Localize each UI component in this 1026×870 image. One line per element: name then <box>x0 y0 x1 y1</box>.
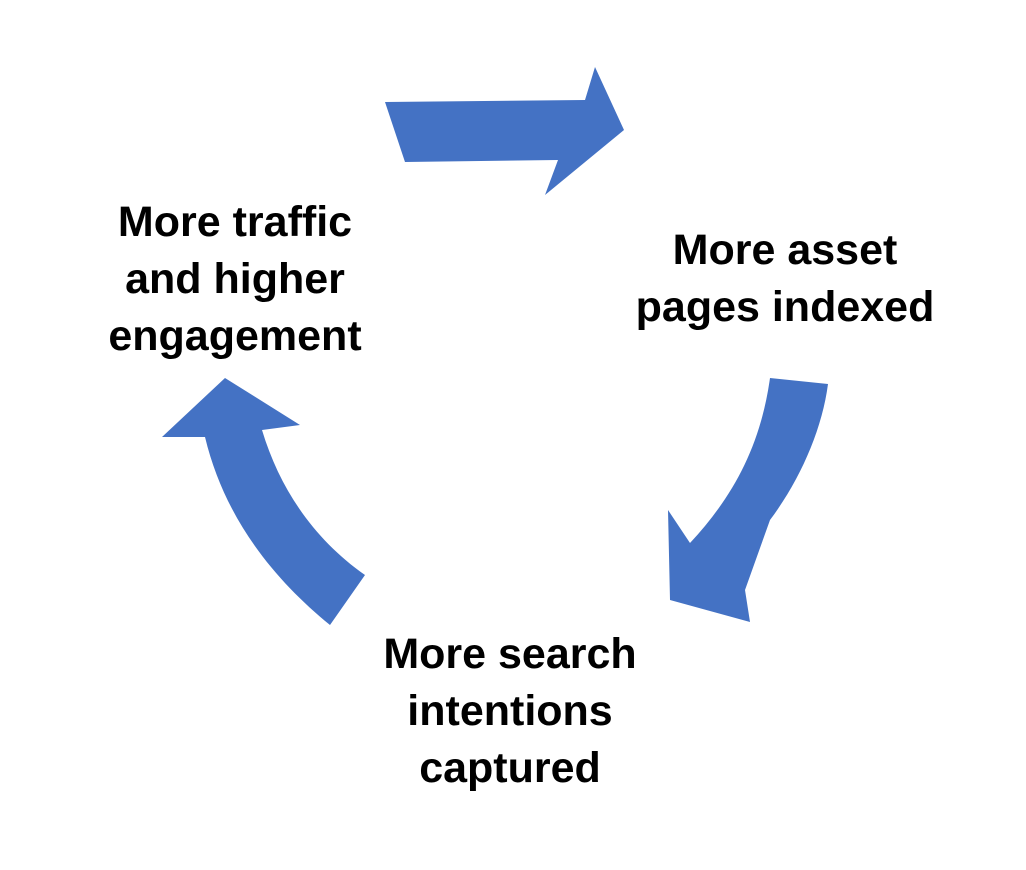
node-more-traffic: More traffic and higher engagement <box>90 194 380 365</box>
node-text-line: More asset <box>672 226 898 274</box>
node-text-line: intentions <box>407 687 613 735</box>
right-arrow-icon <box>385 67 624 195</box>
node-text-line: More search <box>383 630 637 678</box>
node-text-line: captured <box>419 744 601 792</box>
node-text-line: More traffic <box>117 198 353 246</box>
node-text-line: and higher <box>125 255 345 303</box>
curved-down-arrow-icon <box>668 378 828 622</box>
curved-up-arrow-icon <box>162 378 365 625</box>
node-text-line: engagement <box>108 312 362 360</box>
node-more-asset-pages: More asset pages indexed <box>625 222 945 336</box>
node-text-line: pages indexed <box>635 283 935 331</box>
node-more-search-intentions: More search intentions captured <box>360 626 660 797</box>
